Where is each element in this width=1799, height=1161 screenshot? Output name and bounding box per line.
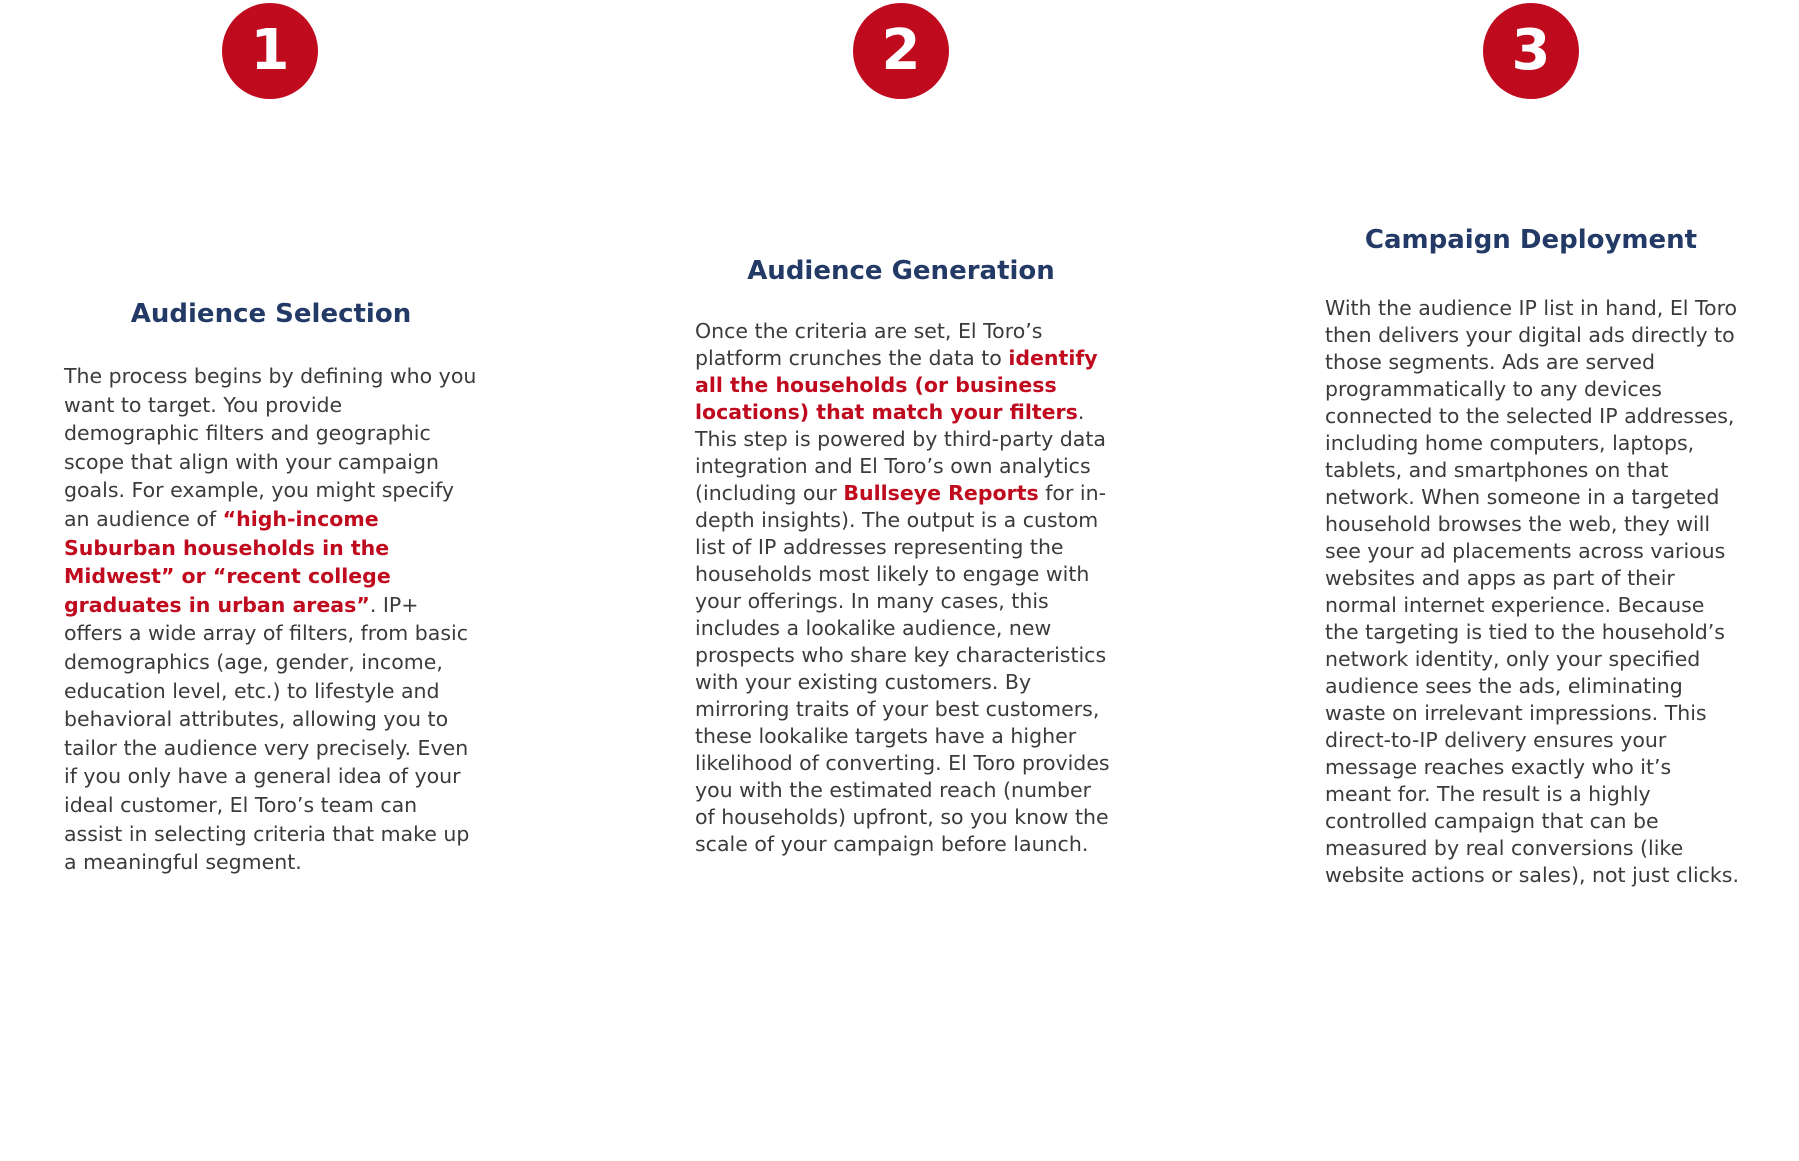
- description-text: . This step is powered by third-party da…: [695, 400, 1106, 505]
- step-number-badge: 3: [1483, 3, 1579, 99]
- step-title: Campaign Deployment: [1364, 225, 1698, 255]
- step-description: With the audience IP list in hand, El To…: [1325, 295, 1739, 889]
- step-number-badge: 1: [222, 3, 318, 99]
- description-text: The process begins by defining who you w…: [64, 364, 477, 531]
- step-title: Audience Generation: [747, 256, 1055, 286]
- description-highlight: identify all the households (or business…: [695, 346, 1098, 424]
- description-text: for in-depth insights). The output is a …: [695, 481, 1110, 856]
- step-title: Audience Selection: [130, 299, 412, 329]
- description-text: . IP+ offers a wide array of filters, fr…: [64, 592, 470, 875]
- step-number-badge: 2: [853, 3, 949, 99]
- description-text: With the audience IP list in hand, El To…: [1325, 296, 1739, 887]
- step-description: The process begins by defining who you w…: [64, 362, 478, 877]
- description-highlight: “high-income Suburban households in the …: [64, 506, 391, 617]
- description-highlight: Bullseye Reports: [843, 481, 1039, 505]
- step-description: Once the criteria are set, El Toro’s pla…: [695, 318, 1113, 858]
- description-text: Once the criteria are set, El Toro’s pla…: [695, 319, 1043, 370]
